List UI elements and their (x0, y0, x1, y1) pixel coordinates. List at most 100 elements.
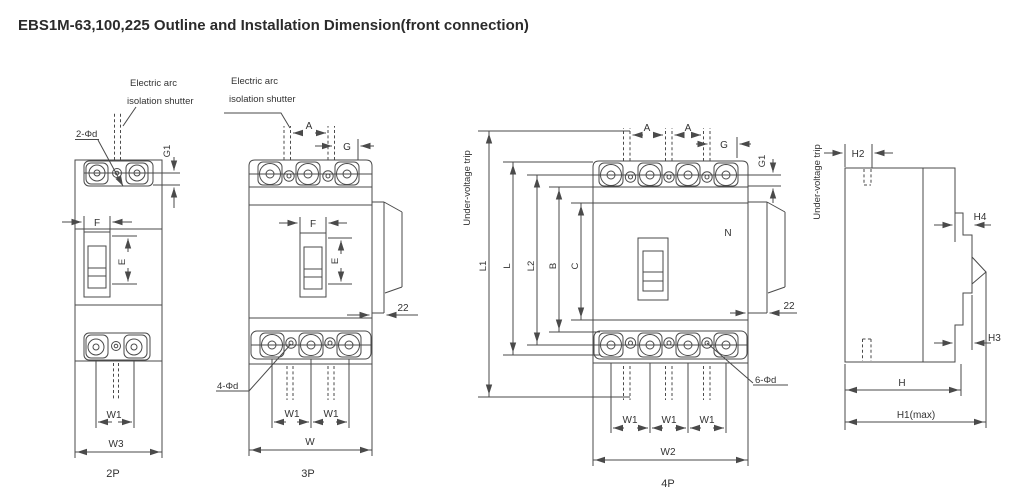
p4-neutral-pole-label: N (724, 228, 731, 239)
p2-arc-shutter-label-line1: Electric arc (130, 78, 177, 89)
p2-bottom-terminal-1-outer (87, 338, 105, 356)
p2-dim-w1-label: W1 (107, 410, 122, 421)
p4-dim-g1-label: G1 (757, 155, 768, 168)
p3-hole-label: 4-Φd (217, 381, 238, 392)
p2-bottom-terminal-1-inner (92, 343, 100, 351)
p3-bottom-terminal-2-inner (306, 340, 316, 350)
p4-dim-w1-2-label: W1 (662, 415, 677, 426)
p2-dim-e-label: E (117, 259, 128, 265)
p4-bottom-screw-3-outer (701, 337, 713, 349)
p3-dim-g-label: G (343, 142, 351, 153)
p4-bottom-pad-2 (637, 332, 663, 358)
p2-bottom-pad-2 (123, 334, 148, 359)
p2-toggle-recess (83, 231, 111, 298)
side-dim-h-label: H (898, 378, 905, 389)
p4-bottom-screw-2-outer (663, 337, 675, 349)
p4-terminal-4-outer (715, 164, 737, 186)
p2-caption: 2P (106, 468, 119, 480)
p2-hole-leader-arrow (97, 139, 124, 187)
p3-bottom-terminal-1-inner (267, 340, 277, 350)
p4-dim-w2-label: W2 (661, 447, 676, 458)
p3-side-wing (372, 201, 403, 314)
p4-bottom-terminal-2-outer (639, 334, 661, 356)
p3-terminal-3-outer (336, 163, 358, 185)
p3-bottom-terminal-2-outer (300, 334, 322, 356)
p3-dim-w1-left-label: W1 (285, 409, 300, 420)
p3-terminal-2-inner (303, 169, 313, 179)
p2-hole-label: 2-Φd (76, 129, 97, 140)
p4-dim-a1-label: A (644, 123, 651, 134)
p2-center-screw-outer (112, 168, 122, 178)
p4-toggle-recess (637, 237, 669, 301)
p4-terminal-1-inner (606, 170, 616, 180)
p3-terminal-2-outer (297, 163, 319, 185)
p3-bottom-screw-2-inner (327, 340, 333, 346)
p2-arc-shutter-label-line2: isolation shutter (127, 96, 194, 107)
p4-hole-leader (706, 342, 754, 384)
p2-bottom-shutter-dashed (113, 363, 119, 400)
p4-dim-w1-3-label: W1 (700, 415, 715, 426)
p3-bottom-screw-2-outer (324, 337, 336, 349)
p4-dim-a2-label: A (685, 123, 692, 134)
p4-dim-c-label: C (570, 262, 581, 269)
p4-bottom-terminal-3-inner (683, 340, 693, 350)
side-dim-h3-label: H3 (988, 333, 1001, 344)
p4-under-voltage-trip-label: Under-voltage trip (462, 150, 473, 226)
p3-toggle-handle (303, 246, 323, 290)
p4-screw-1-inner (628, 174, 633, 180)
p3-bottom-screw-1-inner (288, 340, 294, 346)
p3-screw-1-outer (283, 170, 295, 182)
view-4p: Under-voltage trip L1 L L2 B C (462, 123, 797, 490)
p4-dim-l-label: L (502, 263, 513, 268)
view-2p: Electric arc isolation shutter 2-Φd G1 F (62, 78, 194, 480)
p2-terminal-1-outer (88, 164, 106, 182)
p3-arc-shutter-leader (224, 112, 291, 129)
p4-screw-2-outer (663, 171, 675, 183)
p3-dim-e-label: E (330, 258, 341, 264)
p4-toggle-handle (642, 250, 664, 292)
p4-terminal-3-inner (683, 170, 693, 180)
p4-side-wing (748, 201, 786, 314)
p3-bottom-screw-1-outer (285, 337, 297, 349)
p2-dim-f-label: F (94, 218, 100, 229)
p4-terminal-3-outer (677, 164, 699, 186)
p3-bottom-terminal-1-outer (261, 334, 283, 356)
drawing-title: EBS1M-63,100,225 Outline and Installatio… (18, 17, 529, 34)
p4-bottom-screw-3-inner (704, 340, 710, 346)
p4-terminal-2-inner (645, 170, 655, 180)
p2-bottom-screw-inner (113, 343, 119, 349)
p3-hole-leader (248, 343, 292, 392)
p4-bottom-pad-3 (675, 332, 701, 358)
p3-dim-22-label: 22 (397, 303, 409, 314)
p4-dim-b-label: B (548, 263, 559, 269)
p4-dim-w1-1-label: W1 (623, 415, 638, 426)
p4-bottom-terminal-4-outer (715, 334, 737, 356)
p2-terminal-2-outer (128, 164, 146, 182)
p3-caption: 3P (301, 468, 314, 480)
p3-arc-shutter-label-line2: isolation shutter (229, 94, 296, 105)
p4-hole-label: 6-Φd (755, 375, 776, 386)
p3-bottom-pad-3 (336, 332, 362, 358)
p3-bottom-terminal-3-outer (338, 334, 360, 356)
p4-caption: 4P (661, 478, 674, 490)
side-dim-h4-label: H4 (974, 212, 987, 223)
p4-bottom-terminal-3-outer (677, 334, 699, 356)
p4-screw-3-inner (704, 174, 710, 180)
side-dim-h1-label: H1(max) (897, 410, 935, 421)
p3-dim-a-label: A (306, 121, 313, 132)
p2-bottom-terminal-2-outer (125, 338, 143, 356)
p2-bottom-screw-outer (111, 341, 121, 351)
p4-bottom-screw-1-outer (624, 337, 637, 349)
p4-bottom-shutters-dashed (623, 366, 711, 400)
p3-screw-2-outer (322, 170, 334, 182)
p2-terminal-2-inner (133, 169, 141, 177)
p3-screw-2-inner (325, 173, 331, 179)
p2-center-screw-inner (114, 170, 120, 176)
p3-arc-shutter-label-line1: Electric arc (231, 76, 278, 87)
p3-body-outline (248, 159, 373, 365)
p2-dim-w3-label: W3 (109, 439, 124, 450)
p4-terminal-2-outer (639, 164, 661, 186)
p3-dim-w-label: W (305, 437, 315, 448)
p4-bottom-screw-2-inner (666, 340, 672, 346)
